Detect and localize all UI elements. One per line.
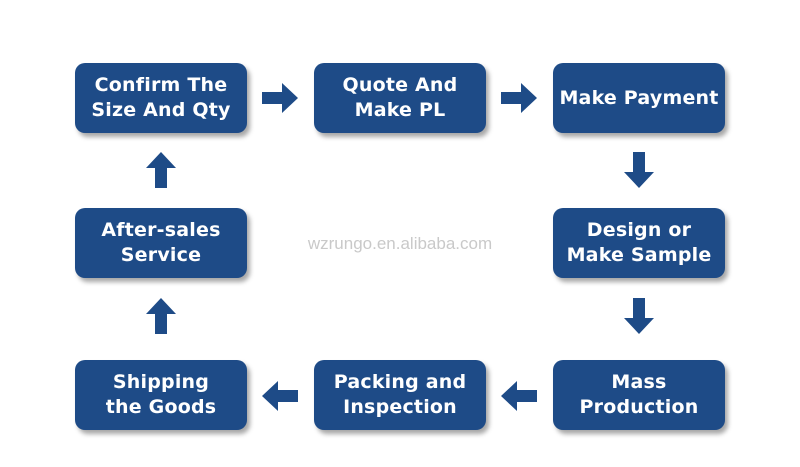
step-mass-production: Mass Production [553,360,725,430]
arrow-left-icon [499,376,539,416]
step-packing-inspection: Packing and Inspection [314,360,486,430]
arrow-right-icon [260,78,300,118]
arrow-up-icon [141,296,181,336]
arrow-up-icon [141,150,181,190]
step-shipping-goods: Shipping the Goods [75,360,247,430]
watermark: wzrungo.en.alibaba.com [307,234,493,253]
arrow-right-icon [499,78,539,118]
step-after-sales-service: After-sales Service [75,208,247,278]
step-quote-make-pl: Quote And Make PL [314,63,486,133]
step-design-sample: Design or Make Sample [553,208,725,278]
step-confirm-size-qty: Confirm The Size And Qty [75,63,247,133]
arrow-down-icon [619,150,659,190]
step-make-payment: Make Payment [553,63,725,133]
arrow-left-icon [260,376,300,416]
arrow-down-icon [619,296,659,336]
